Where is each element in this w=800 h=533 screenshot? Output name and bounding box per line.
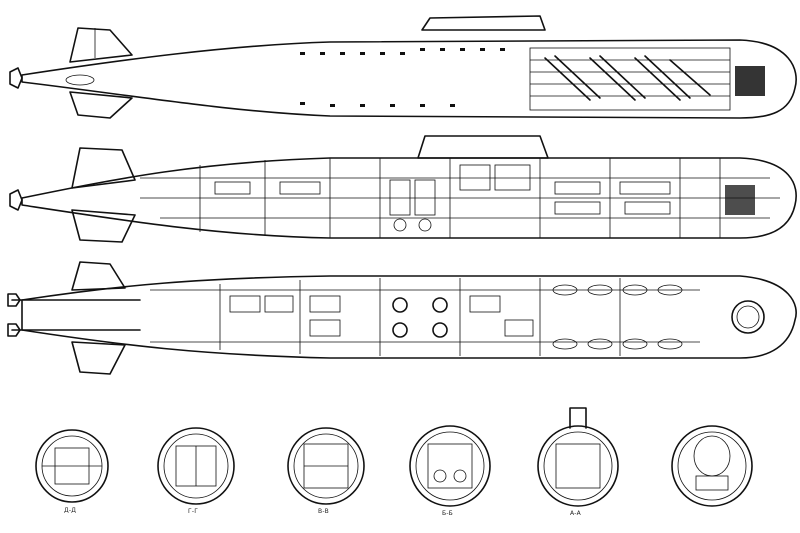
side-section: [9, 135, 797, 243]
cross-section-6: [671, 425, 753, 507]
side-section-bulkheads: [199, 158, 721, 238]
torpedoes: [544, 55, 711, 101]
side-section-upper-fin: [71, 147, 136, 189]
deck-plan-upper-fin: [71, 261, 126, 291]
deck-plan-tubes: [552, 284, 683, 350]
deck-plan-reactors: [392, 297, 448, 338]
deck-plan-lower-fin: [71, 341, 126, 375]
cross-section-4: [409, 425, 491, 507]
deck-plan-sonar-dome: [731, 300, 765, 334]
sonar-array: [735, 66, 765, 96]
cross-section-1: [35, 429, 109, 503]
section-label-5: А-А: [570, 510, 581, 517]
section-label-3: В-В: [318, 508, 329, 515]
top-view-hatches: [300, 48, 505, 107]
top-view-propeller: [9, 67, 23, 89]
top-view-sail: [421, 15, 546, 31]
side-section-decks: [140, 177, 780, 219]
section-label-1: Д-Д: [64, 507, 77, 514]
cross-section-5: [537, 407, 619, 507]
side-section-propeller: [9, 189, 23, 211]
side-section-sonar: [725, 185, 755, 215]
deck-plan-hull: [21, 275, 797, 359]
side-section-lower-fin: [71, 209, 136, 243]
top-view-upper-fin: [69, 27, 133, 63]
deck-plan-walls: [150, 278, 700, 356]
cross-sections: [35, 407, 753, 507]
top-view: [9, 15, 797, 119]
side-section-hull: [21, 157, 797, 239]
deck-plan: [7, 261, 797, 375]
top-view-lower-fin: [69, 91, 133, 119]
side-section-sail: [417, 135, 549, 159]
torpedo-room: [529, 47, 731, 111]
deck-plan-machinery: [229, 295, 534, 337]
deck-plan-propeller-starboard: [7, 323, 21, 337]
section-label-2: Г-Г: [188, 508, 199, 515]
side-section-machinery: [214, 164, 671, 232]
cross-section-3: [287, 427, 365, 505]
section-label-4: Б-Б: [442, 510, 453, 517]
deck-plan-propeller-port: [7, 293, 21, 307]
cross-section-2: [157, 427, 235, 505]
top-view-hull: [21, 39, 797, 119]
